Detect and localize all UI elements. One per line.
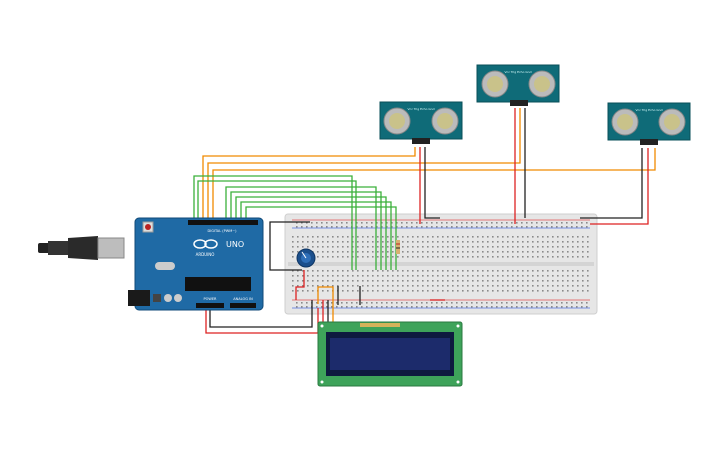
lcd-pin-header [360, 323, 400, 327]
wire-black-s3 [580, 148, 643, 219]
reset-button[interactable] [145, 224, 151, 230]
wire-red-pot [295, 270, 305, 300]
wire-green-2 [197, 180, 357, 270]
lcd-screen [330, 338, 450, 370]
arduino-logo [193, 239, 218, 249]
wire-red-s3 [590, 148, 649, 225]
analog-header [230, 303, 256, 308]
lcd-display[interactable] [317, 321, 463, 387]
arduino-uno-board[interactable]: DIGITAL (PWM~) ARDUINO UNO POWER ANALOG … [38, 217, 264, 311]
wire-green-3 [225, 186, 377, 270]
wires [193, 108, 656, 334]
wire-orange-pot [317, 286, 334, 325]
wire-red-5v [205, 308, 319, 334]
wire-green-1 [193, 175, 353, 270]
sensor-3-pins [640, 139, 658, 145]
sensor-1-pins [412, 138, 430, 144]
atmega-chip [185, 277, 251, 291]
digital-header [188, 220, 258, 225]
arduino-brand-text: ARDUINO [196, 252, 215, 257]
wire-green-6 [240, 201, 392, 270]
usb-cable-plug [38, 243, 50, 253]
capacitor-3 [174, 294, 182, 302]
ultrasonic-sensor-2[interactable]: Vcc Trig Echo Gnd [476, 64, 560, 106]
sensor-2-pin-label: Vcc Trig Echo Gnd [505, 70, 532, 74]
wire-orange-1 [202, 147, 416, 222]
ultrasonic-sensor-1[interactable]: Vcc Trig Echo Gnd [379, 101, 463, 144]
arduino-model-text: UNO [226, 240, 244, 249]
potentiometer[interactable] [296, 248, 316, 268]
wire-black-gnd [209, 300, 313, 328]
sensor-1-pin-label: Vcc Trig Echo Gnd [408, 107, 435, 111]
resistor [396, 240, 400, 254]
wire-orange-3 [212, 148, 656, 222]
breadboard[interactable] [284, 213, 598, 315]
sensor-3-pin-label: Vcc Trig Echo Gnd [636, 108, 663, 112]
power-header [196, 303, 224, 308]
analog-header-label: ANALOG IN [233, 297, 253, 301]
wire-orange-2 [207, 108, 521, 222]
crystal [155, 262, 175, 270]
wire-green-4 [230, 191, 382, 270]
wire-green-5 [235, 196, 387, 270]
usb-cable-body [48, 241, 68, 255]
usb-port [97, 237, 125, 259]
capacitor-1 [153, 294, 161, 302]
usb-connector [68, 236, 98, 260]
wire-green-7 [245, 206, 397, 270]
breadboard-holes [292, 222, 589, 308]
ultrasonic-sensor-3[interactable]: Vcc Trig Echo Gnd [607, 102, 691, 145]
digital-header-label: DIGITAL (PWM~) [207, 229, 237, 233]
capacitor-2 [164, 294, 172, 302]
wire-black-s1 [424, 147, 440, 219]
sensor-2-pins [510, 100, 528, 106]
power-jack [128, 290, 150, 306]
power-header-label: POWER [204, 297, 218, 301]
wire-black-top [269, 221, 310, 271]
